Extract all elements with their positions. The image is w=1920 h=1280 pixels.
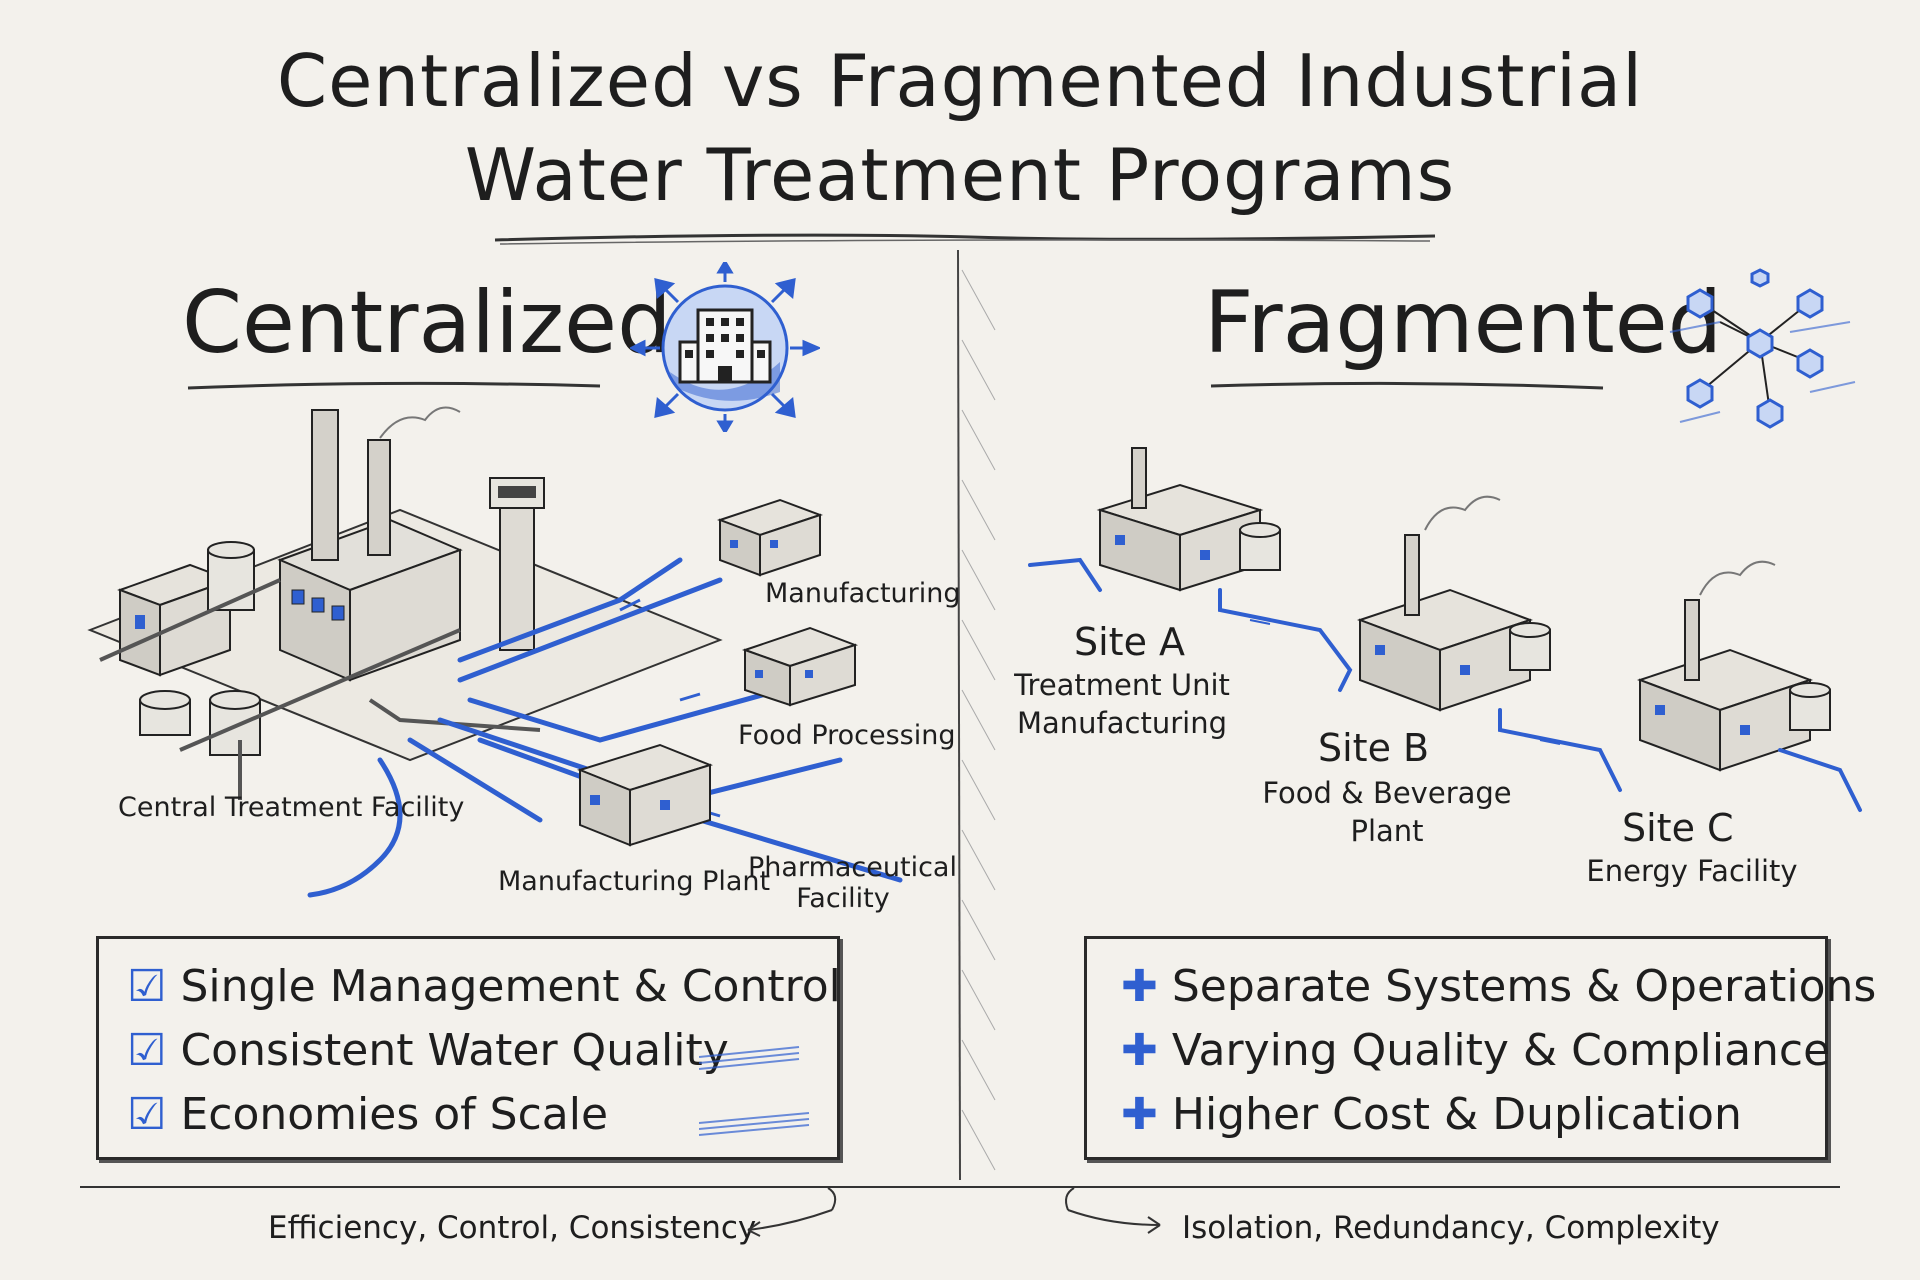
checkbox-checked-icon: ☑ bbox=[127, 1025, 167, 1076]
site-a-desc-2: Manufacturing bbox=[1017, 706, 1227, 740]
site-label-manufacturing: Manufacturing bbox=[765, 578, 961, 609]
footer-rule bbox=[80, 1186, 1840, 1188]
title-underline bbox=[494, 233, 1436, 245]
site-b-name: Site B bbox=[1318, 726, 1430, 770]
drawback-text: Varying Quality & Compliance bbox=[1171, 1025, 1831, 1076]
drawback-item: ✚ Higher Cost & Duplication bbox=[1121, 1093, 1742, 1137]
site-a-name: Site A bbox=[1074, 620, 1186, 664]
checkbox-checked-icon: ☑ bbox=[127, 1089, 167, 1140]
left-swap-arrow-icon bbox=[747, 1187, 837, 1237]
central-facility-illustration bbox=[87, 406, 903, 898]
central-facility-label: Central Treatment Facility bbox=[118, 792, 465, 823]
site-b-desc-2: Plant bbox=[1350, 814, 1424, 848]
benefit-item: ☑ Consistent Water Quality bbox=[127, 1029, 729, 1073]
checkbox-checked-icon: ☑ bbox=[127, 961, 167, 1012]
benefit-text: Economies of Scale bbox=[180, 1089, 609, 1140]
site-label-food-processing: Food Processing bbox=[738, 720, 956, 751]
cross-mark-icon: ✚ bbox=[1121, 1089, 1158, 1140]
cross-mark-icon: ✚ bbox=[1121, 1025, 1158, 1076]
site-label-manufacturing-plant: Manufacturing Plant bbox=[498, 866, 771, 897]
fragmented-drawbacks-box: ✚ Separate Systems & Operations ✚ Varyin… bbox=[1084, 936, 1876, 1160]
fragmented-underline bbox=[1210, 381, 1604, 390]
fragmented-summary: Isolation, Redundancy, Complexity bbox=[1182, 1210, 1720, 1246]
central-building-icon bbox=[630, 262, 820, 432]
cross-mark-icon: ✚ bbox=[1121, 961, 1158, 1012]
title-line-2: Water Treatment Programs bbox=[464, 133, 1456, 217]
drawback-item: ✚ Varying Quality & Compliance bbox=[1121, 1029, 1830, 1073]
drawback-item: ✚ Separate Systems & Operations bbox=[1121, 965, 1876, 1009]
drawback-text: Separate Systems & Operations bbox=[1171, 961, 1877, 1012]
centralized-heading: Centralized bbox=[182, 273, 672, 373]
benefit-text: Consistent Water Quality bbox=[180, 1025, 729, 1076]
drawback-text: Higher Cost & Duplication bbox=[1171, 1089, 1742, 1140]
right-swap-arrow-icon bbox=[1065, 1187, 1161, 1234]
fragmented-heading: Fragmented bbox=[1204, 273, 1723, 373]
centralized-underline bbox=[187, 381, 601, 390]
centralized-benefits-box: ☑ Single Management & Control ☑ Consiste… bbox=[96, 936, 841, 1160]
site-a-desc-1: Treatment Unit bbox=[1014, 668, 1230, 702]
highlight-scribble bbox=[699, 1046, 810, 1136]
benefit-item: ☑ Single Management & Control bbox=[127, 965, 841, 1009]
site-c-name: Site C bbox=[1622, 806, 1734, 850]
site-label-pharmaceutical: Pharmaceutical Facility bbox=[748, 852, 957, 915]
benefit-text: Single Management & Control bbox=[180, 961, 841, 1012]
centralized-summary: Efficiency, Control, Consistency bbox=[268, 1210, 757, 1246]
title-line-1: Centralized vs Fragmented Industrial bbox=[276, 39, 1644, 123]
site-b-desc-1: Food & Beverage bbox=[1262, 776, 1512, 810]
network-nodes-icon bbox=[1669, 268, 1856, 429]
center-divider bbox=[957, 250, 996, 1180]
fragmented-sites-illustration bbox=[1028, 447, 1862, 812]
site-c-desc-1: Energy Facility bbox=[1586, 854, 1798, 888]
benefit-item: ☑ Economies of Scale bbox=[127, 1093, 608, 1137]
